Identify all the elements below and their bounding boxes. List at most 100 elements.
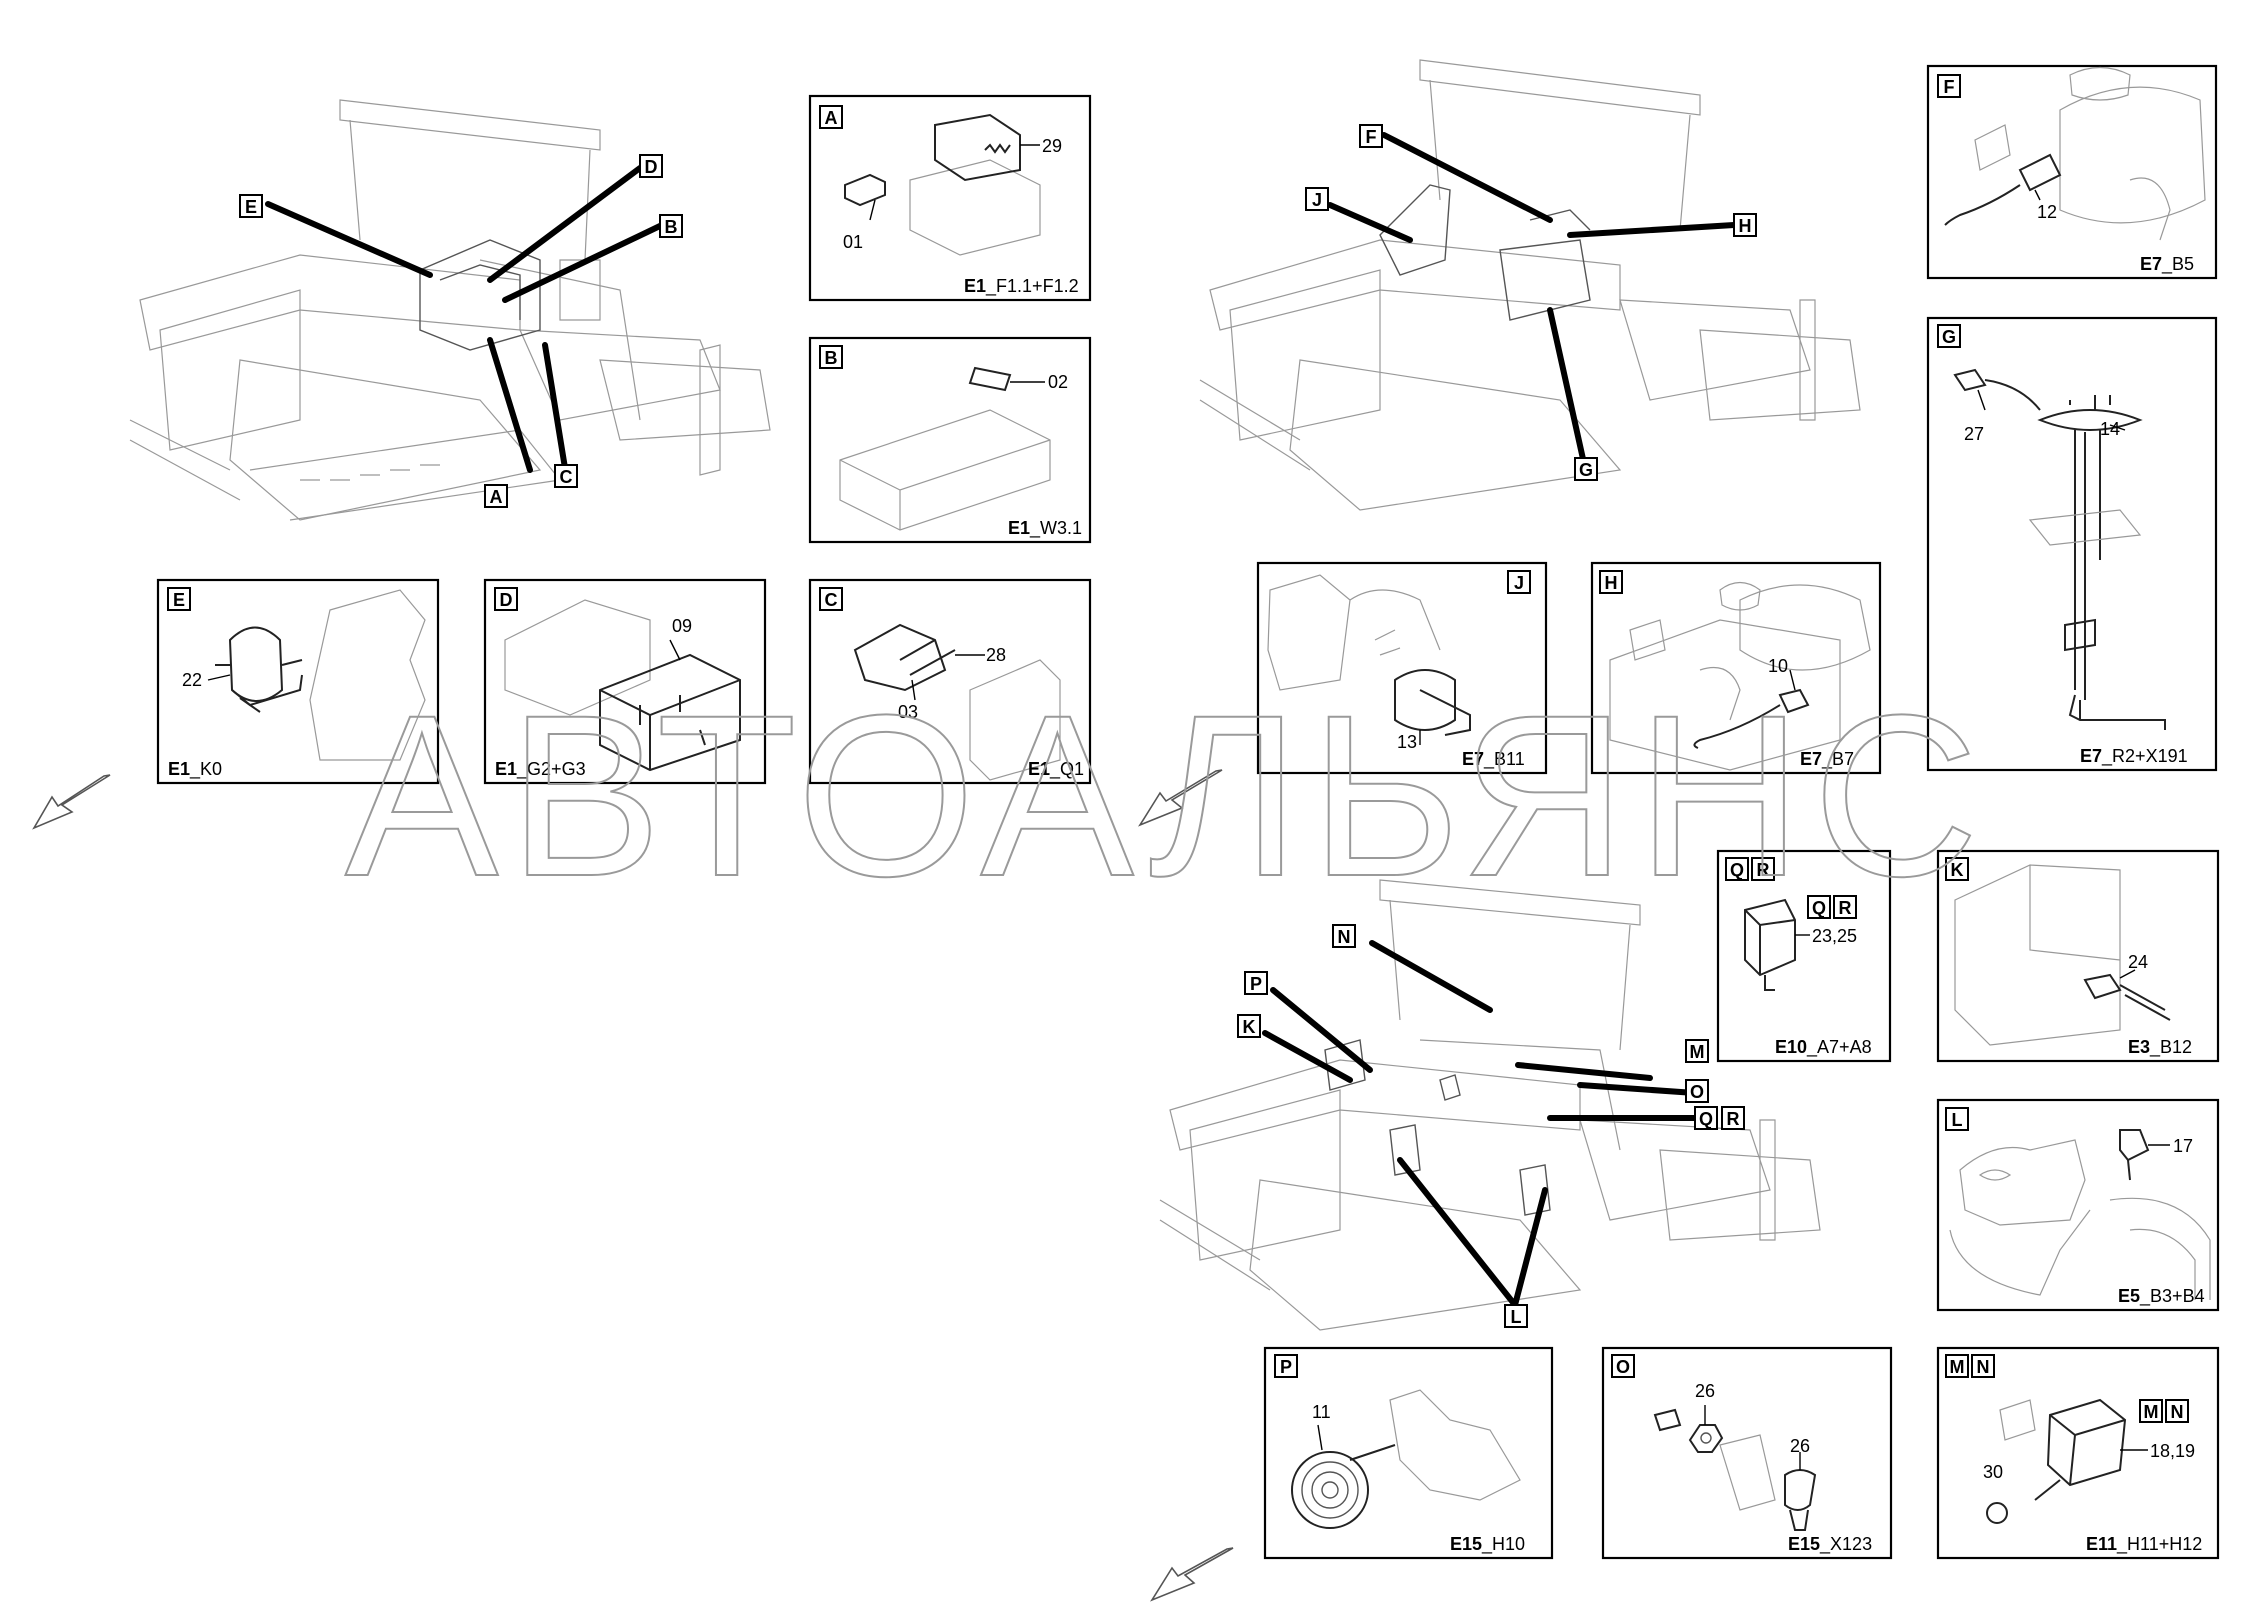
svg-text:E15_X123: E15_X123 <box>1788 1534 1872 1555</box>
svg-text:G: G <box>1942 327 1956 347</box>
svg-text:D: D <box>500 590 513 610</box>
svg-text:E7_B5: E7_B5 <box>2140 254 2194 275</box>
svg-text:M: M <box>2144 1402 2159 1422</box>
svg-text:K: K <box>1951 860 1964 880</box>
svg-text:C: C <box>825 590 838 610</box>
detail-panel-MN: M N M N 18,19 30 E11_H11+H12 <box>1936 1346 2220 1560</box>
svg-text:26: 26 <box>1790 1436 1810 1456</box>
svg-text:E: E <box>245 197 257 217</box>
detail-panel-K: K 24 E3_B12 <box>1936 849 2220 1063</box>
svg-text:H: H <box>1739 216 1752 236</box>
svg-text:O: O <box>1690 1082 1704 1102</box>
callout-tag-C: C <box>554 464 578 488</box>
callout-tag-L: L <box>1504 1304 1528 1328</box>
svg-text:C: C <box>560 467 573 487</box>
detail-panel-F: F 12 E7_B5 <box>1926 64 2218 280</box>
callout-tag-A: A <box>484 484 508 508</box>
svg-text:Q: Q <box>1812 898 1826 918</box>
svg-text:12: 12 <box>2037 202 2057 222</box>
detail-panel-E: E 22 E1_K0 <box>156 578 440 785</box>
svg-text:N: N <box>1977 1357 1990 1377</box>
svg-text:K: K <box>1243 1017 1256 1037</box>
callout-tag-K: K <box>1237 1014 1261 1038</box>
svg-text:E1_G2+G3: E1_G2+G3 <box>495 759 586 780</box>
svg-text:27: 27 <box>1964 424 1984 444</box>
direction-arrow-icon <box>32 774 111 830</box>
svg-text:F: F <box>1366 127 1377 147</box>
detail-panel-O: O 26 26 E15_X123 <box>1601 1346 1893 1560</box>
machine-view-2 <box>1199 59 1861 511</box>
svg-text:E7_B11: E7_B11 <box>1462 749 1525 770</box>
machine-view-1 <box>129 99 771 521</box>
svg-text:J: J <box>1514 573 1524 593</box>
detail-panel-D: D 09 E1_G2+G3 <box>483 578 767 785</box>
svg-text:D: D <box>645 157 658 177</box>
svg-text:Q: Q <box>1730 860 1744 880</box>
callout-tag-O: O <box>1685 1079 1709 1103</box>
svg-text:L: L <box>1511 1307 1522 1327</box>
detail-panel-H: H 10 E7_B7 <box>1590 561 1882 775</box>
svg-text:E1_W3.1: E1_W3.1 <box>1008 518 1082 539</box>
callout-tag-M: M <box>1685 1039 1709 1063</box>
callout-tag-R: R <box>1721 1106 1745 1130</box>
callout-tag-N: N <box>1332 924 1356 948</box>
svg-text:B: B <box>665 217 678 237</box>
detail-panel-G: G 27 14 E7_R2+X191 <box>1926 316 2218 772</box>
detail-panel-L: L 17 E5_B3+B4 <box>1936 1098 2220 1312</box>
svg-text:01: 01 <box>843 232 863 252</box>
callout-tag-D: D <box>639 154 663 178</box>
detail-panel-C: C 28 03 E1_Q1 <box>808 578 1092 785</box>
svg-text:02: 02 <box>1048 372 1068 392</box>
svg-text:18,19: 18,19 <box>2150 1441 2195 1461</box>
svg-text:28: 28 <box>986 645 1006 665</box>
callout-tag-F: F <box>1359 124 1383 148</box>
svg-text:E10_A7+A8: E10_A7+A8 <box>1775 1037 1872 1058</box>
svg-text:E11_H11+H12: E11_H11+H12 <box>2086 1534 2202 1555</box>
svg-text:14: 14 <box>2100 419 2120 439</box>
detail-panel-P: P 11 E15_H10 <box>1263 1346 1554 1560</box>
callout-tag-Q: Q <box>1694 1106 1718 1130</box>
svg-text:M: M <box>1950 1357 1965 1377</box>
detail-panel-B: B 02 E1_W3.1 <box>808 336 1092 544</box>
svg-text:E1_K0: E1_K0 <box>168 759 222 780</box>
svg-text:E7_B7: E7_B7 <box>1800 749 1854 770</box>
svg-text:E5_B3+B4: E5_B3+B4 <box>2118 1286 2205 1307</box>
svg-text:H: H <box>1605 573 1618 593</box>
svg-text:P: P <box>1250 974 1262 994</box>
svg-text:09: 09 <box>672 616 692 636</box>
detail-panel-QR: Q R Q R 23,25 E10_A7+A8 <box>1716 849 1892 1063</box>
callout-tag-E: E <box>239 194 263 218</box>
svg-text:03: 03 <box>898 702 918 722</box>
svg-text:O: O <box>1616 1357 1630 1377</box>
svg-text:G: G <box>1579 460 1593 480</box>
svg-text:30: 30 <box>1983 1462 2003 1482</box>
svg-text:26: 26 <box>1695 1381 1715 1401</box>
svg-text:E: E <box>173 590 185 610</box>
svg-text:10: 10 <box>1768 656 1788 676</box>
callout-tag-G: G <box>1574 457 1598 481</box>
svg-text:23,25: 23,25 <box>1812 926 1857 946</box>
svg-text:E7_R2+X191: E7_R2+X191 <box>2080 746 2188 767</box>
svg-text:13: 13 <box>1397 732 1417 752</box>
svg-text:P: P <box>1280 1357 1292 1377</box>
svg-text:J: J <box>1312 190 1322 210</box>
svg-text:A: A <box>490 487 503 507</box>
callout-tag-P: P <box>1244 971 1268 995</box>
svg-text:E15_H10: E15_H10 <box>1450 1534 1525 1555</box>
callout-tag-B: B <box>659 214 683 238</box>
svg-text:R: R <box>1839 898 1852 918</box>
svg-text:L: L <box>1952 1110 1963 1130</box>
direction-arrow-icon <box>1138 769 1223 827</box>
direction-arrow-icon <box>1150 1547 1234 1602</box>
svg-text:29: 29 <box>1042 136 1062 156</box>
svg-text:N: N <box>2171 1402 2184 1422</box>
machine-view-3 <box>1159 879 1821 1331</box>
svg-text:R: R <box>1757 860 1770 880</box>
svg-text:F: F <box>1944 77 1955 97</box>
svg-text:Q: Q <box>1699 1109 1713 1129</box>
svg-text:B: B <box>825 348 838 368</box>
svg-text:E3_B12: E3_B12 <box>2128 1037 2192 1058</box>
svg-text:24: 24 <box>2128 952 2148 972</box>
svg-text:11: 11 <box>1312 1402 1331 1422</box>
svg-text:A: A <box>825 108 838 128</box>
